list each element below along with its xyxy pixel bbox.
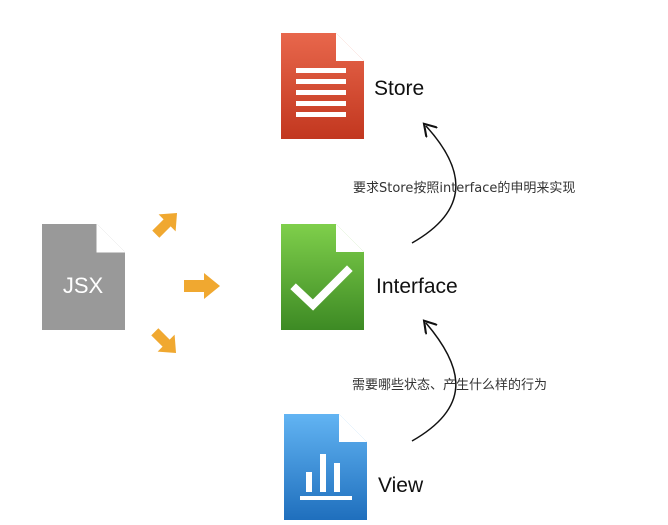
- interface-doc-fold: [336, 224, 364, 252]
- jsx-arrows: [151, 212, 220, 354]
- jsx-fold-shade: [96, 224, 125, 253]
- jsx-document: JSX: [42, 224, 125, 330]
- arrow-down-right: [151, 328, 177, 354]
- jsx-label: JSX: [63, 273, 104, 298]
- list-document-icon: [296, 68, 346, 117]
- store-edge-note: 要求Store按照interface的申明来实现: [353, 180, 575, 196]
- interface-to-store-connector: [411, 126, 457, 244]
- check-document-icon: [290, 265, 353, 311]
- interface-label: Interface: [376, 275, 458, 298]
- store-document: Store: [281, 33, 424, 139]
- view-doc-fold: [339, 414, 367, 442]
- chart-document-icon: [300, 454, 352, 500]
- interface-document: Interface: [281, 224, 458, 330]
- jsx-fold: [97, 224, 125, 252]
- store-doc-fold: [336, 33, 364, 61]
- view-document: View: [284, 414, 424, 520]
- view-label: View: [378, 474, 424, 497]
- view-to-interface-connector: [411, 323, 457, 442]
- arrow-right: [184, 273, 220, 299]
- store-label: Store: [374, 77, 424, 100]
- view-edge-note: 需要哪些状态、产生什么样的行为: [352, 377, 547, 393]
- arrow-up-right: [152, 212, 178, 238]
